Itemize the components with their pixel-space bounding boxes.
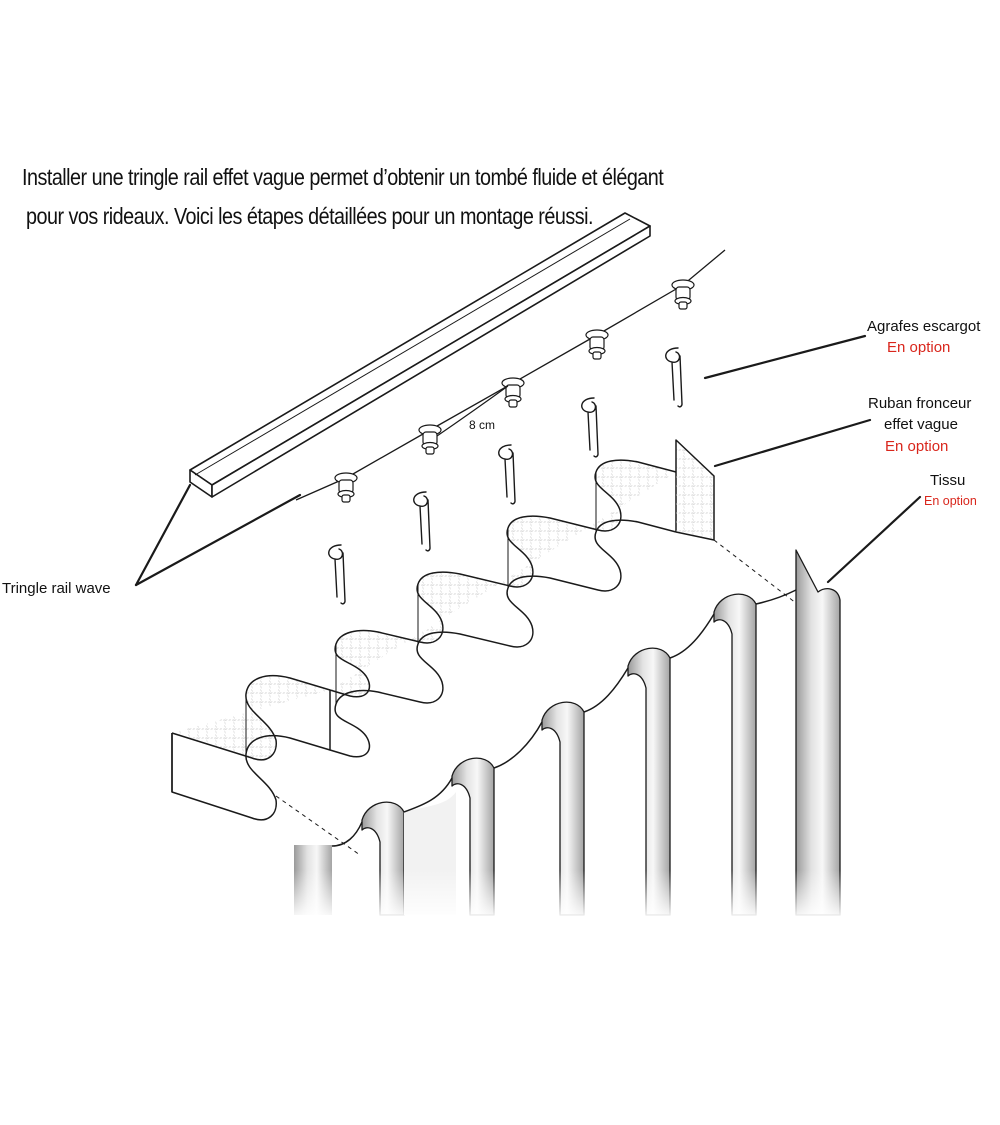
intro-line-2: pour vos rideaux. Voici les étapes détai… xyxy=(26,203,593,229)
spacing-label: 8 cm xyxy=(469,418,496,432)
tape-label-line2: effet vague xyxy=(884,416,958,433)
hooks-label: Agrafes escargot xyxy=(867,318,981,335)
snail-hooks xyxy=(328,347,683,605)
fabric xyxy=(280,549,860,920)
gliders xyxy=(334,279,695,503)
hooks-option: En option xyxy=(887,339,951,356)
fabric-label: Tissu xyxy=(930,472,966,489)
leader-lines xyxy=(134,334,922,587)
rail-label: Tringle rail wave xyxy=(2,580,111,597)
spacing-arc xyxy=(436,385,509,437)
tape-option: En option xyxy=(885,438,949,455)
rail xyxy=(189,212,651,498)
tape-label-line1: Ruban fronceur xyxy=(868,395,972,412)
fabric-option: En option xyxy=(924,494,977,508)
wave-tape xyxy=(171,439,715,821)
intro-line-1: Installer une tringle rail effet vague p… xyxy=(22,164,664,190)
attach-guides xyxy=(275,539,806,856)
